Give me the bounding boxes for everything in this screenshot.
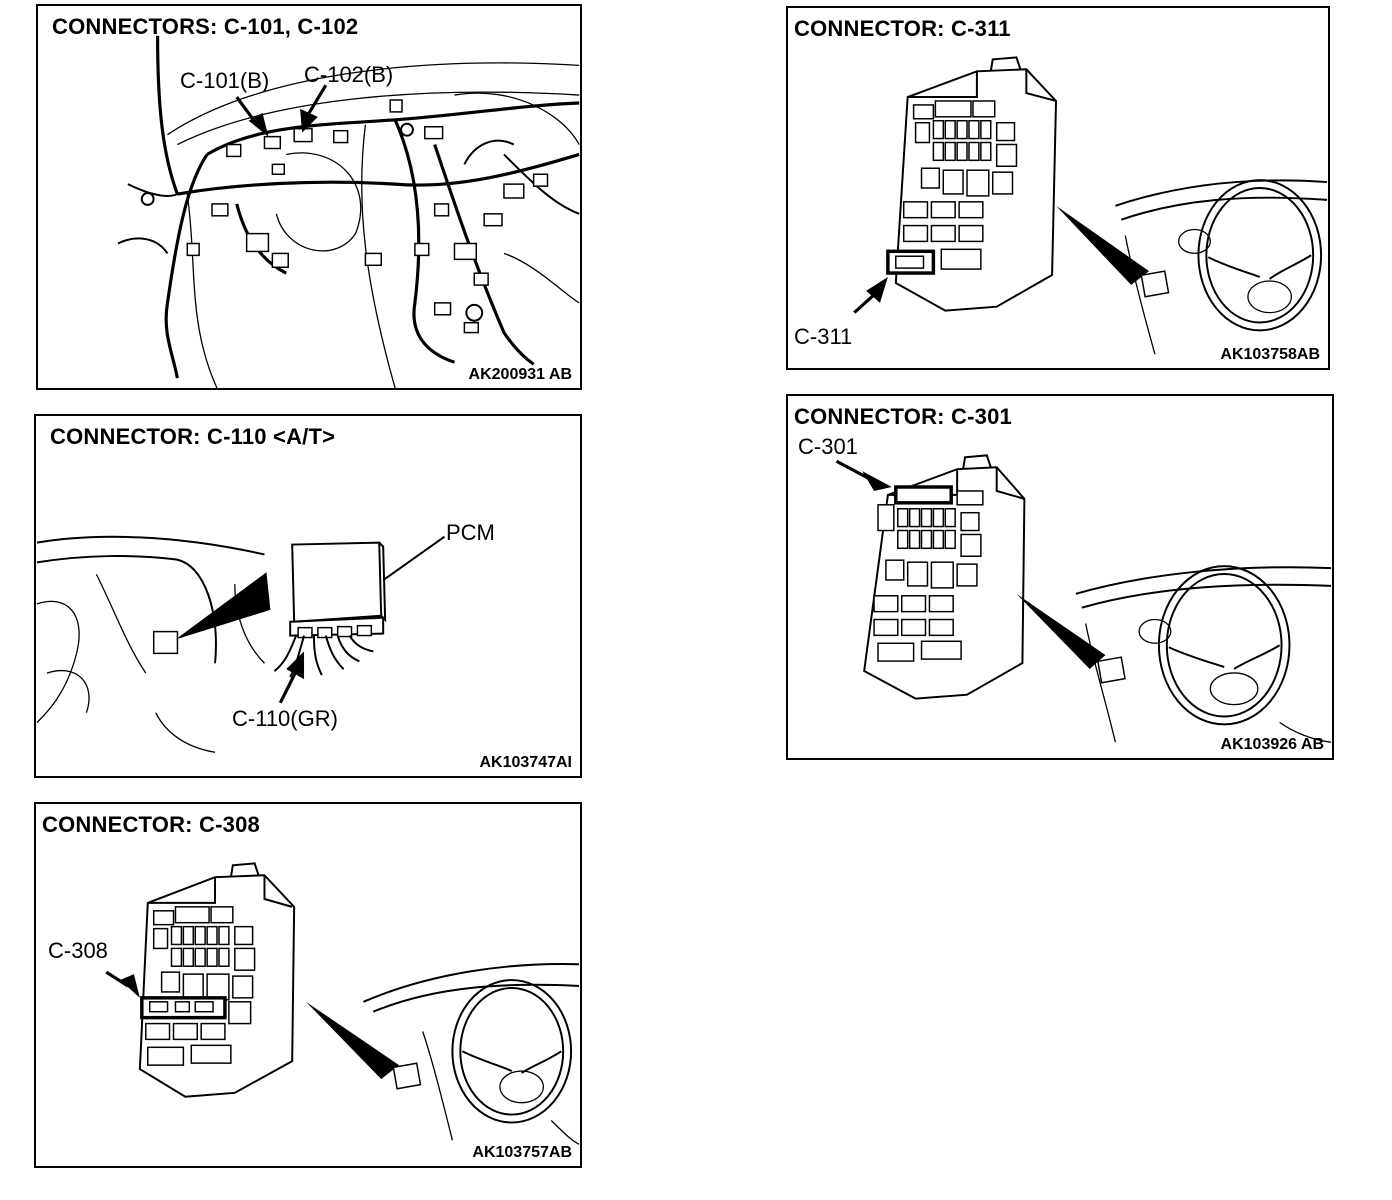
panel-connector-c301: CONNECTOR: C-301 C-301 AK103926 AB (786, 394, 1334, 760)
figure-code: AK103758AB (1220, 346, 1320, 363)
callout-pcm: PCM (446, 520, 495, 545)
panel-title: CONNECTOR: C-311 (794, 16, 1011, 41)
figure-code: AK103747AI (479, 754, 573, 771)
callout-c102: C-102(B) (304, 62, 394, 87)
panel-title: CONNECTOR: C-301 (794, 404, 1012, 429)
pcm-location-illustration (36, 535, 446, 753)
panel-title: CONNECTOR: C-308 (42, 812, 260, 837)
panel-connector-c110: CONNECTOR: C-110 <A/T> PCM C-110(GR) AK1… (34, 414, 582, 778)
panel-title: CONNECTOR: C-110 <A/T> (50, 424, 336, 449)
callout-c101: C-101(B) (180, 68, 270, 93)
figure-code: AK200931 AB (468, 366, 572, 383)
junction-block-illustration (835, 454, 1332, 743)
callout-c301: C-301 (798, 434, 858, 459)
junction-block-illustration (853, 56, 1328, 355)
wiring-harness-illustration (117, 35, 580, 388)
panel-connector-c311: CONNECTOR: C-311 C-311 AK103758AB (786, 6, 1330, 370)
panel-connector-c308: CONNECTOR: C-308 C-308 AK103757AB (34, 802, 582, 1168)
callout-c308: C-308 (48, 938, 108, 963)
panel-title: CONNECTORS: C-101, C-102 (52, 14, 359, 39)
junction-block-illustration (105, 862, 580, 1145)
figure-code: AK103757AB (472, 1144, 572, 1161)
callout-c110: C-110(GR) (232, 706, 338, 731)
panel-connectors-c101-c102: CONNECTORS: C-101, C-102 C-101(B) C-102(… (36, 4, 582, 390)
figure-code: AK103926 AB (1220, 736, 1324, 753)
callout-c311: C-311 (794, 324, 853, 349)
